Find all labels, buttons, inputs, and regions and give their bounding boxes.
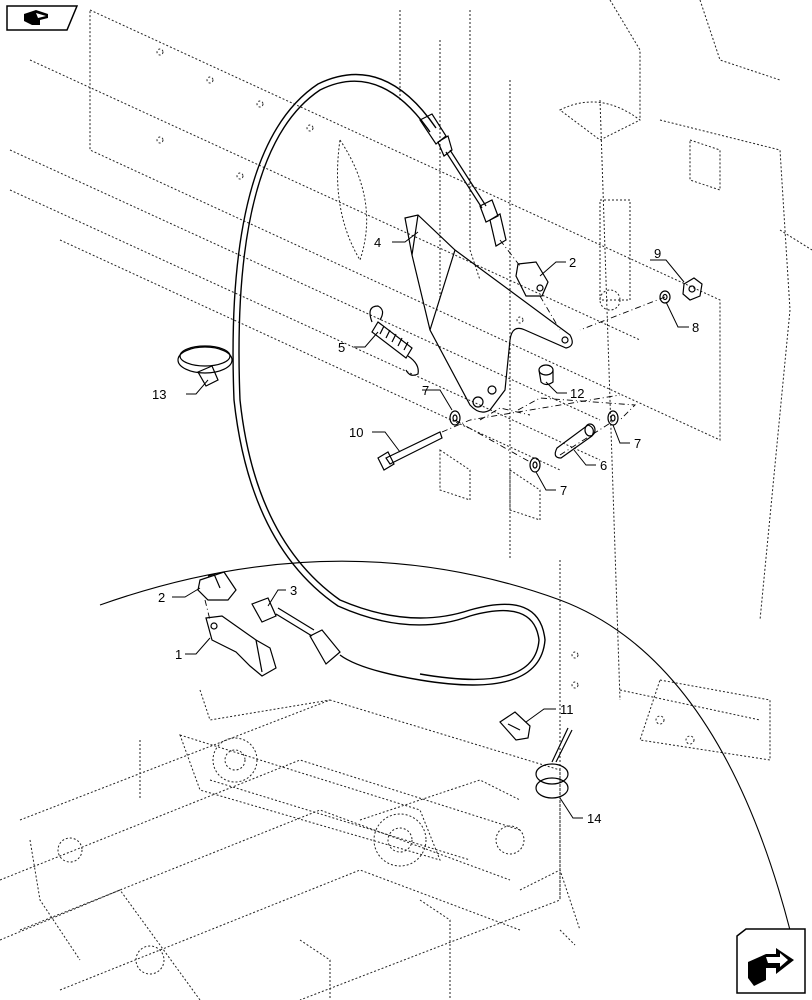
next-arrow-icon (736, 928, 806, 994)
detail-view-boundary (99, 560, 791, 931)
part-4-bracket (404, 214, 573, 413)
callout-6: 6 (600, 458, 607, 473)
part-3-control-cable (232, 73, 546, 686)
callout-7-c: 7 (560, 483, 567, 498)
callout-11: 11 (560, 702, 574, 717)
back-button[interactable] (6, 5, 79, 31)
callout-4: 4 (374, 235, 381, 250)
part-10-bolt (377, 431, 443, 471)
part-7-washers (449, 410, 619, 473)
part-6-spacer-tube (554, 423, 596, 459)
back-arrow-icon (6, 5, 79, 31)
callout-leaders (172, 231, 689, 819)
part-12-bushing (538, 364, 554, 386)
next-button[interactable] (736, 928, 806, 994)
part-14-hose-clamp (535, 727, 573, 799)
assembly-center-lines (441, 296, 666, 463)
callout-14: 14 (587, 811, 601, 826)
callout-9: 9 (654, 246, 661, 261)
callout-12: 12 (570, 386, 584, 401)
callout-2-upper: 2 (569, 255, 576, 270)
callout-1: 1 (175, 647, 182, 662)
callout-labels: 4 2 5 9 8 13 12 7 7 10 6 7 2 3 1 11 14 (152, 235, 699, 826)
part-13-cable-tie (177, 345, 233, 387)
part-2-clevis-upper (499, 239, 561, 331)
part-1-lower-bracket (205, 615, 277, 677)
callout-2-lower: 2 (158, 590, 165, 605)
callout-13: 13 (152, 387, 166, 402)
background-frame-ghost (9, 0, 812, 900)
part-5-tension-spring (369, 305, 419, 376)
callout-7-a: 7 (422, 383, 429, 398)
callout-10: 10 (349, 425, 363, 440)
callout-3: 3 (290, 583, 297, 598)
callout-5: 5 (338, 340, 345, 355)
part-8-washer (659, 290, 671, 304)
callout-7-b: 7 (634, 436, 641, 451)
part-2-clevis-lower (197, 571, 237, 621)
part-11-cable-clip (499, 711, 531, 741)
part-9-nut (682, 277, 703, 301)
chain-conveyor-ghost (0, 689, 581, 1000)
callout-8: 8 (692, 320, 699, 335)
